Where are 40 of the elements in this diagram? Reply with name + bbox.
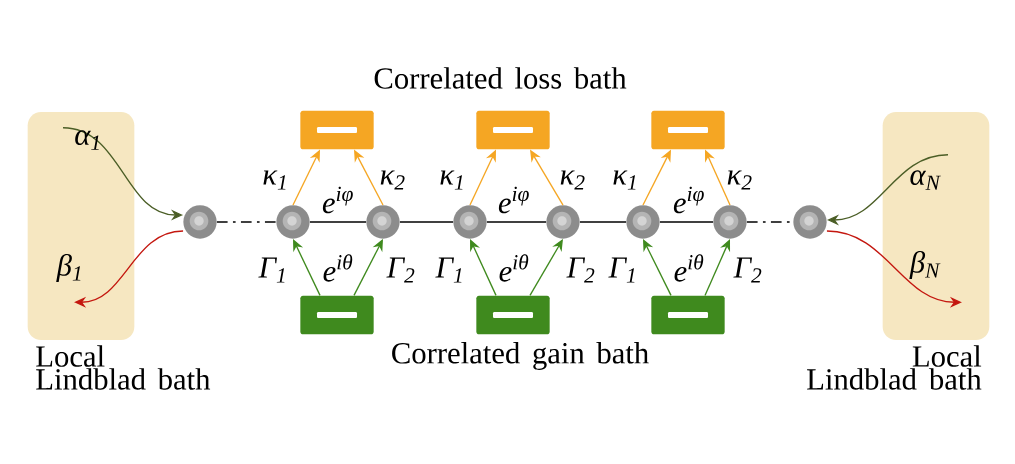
edge-label: α$_{1}$ [75, 130, 99, 150]
sphere [546, 205, 580, 239]
edge-label: κ$_{1}$ [440, 170, 463, 190]
phase-label: e$^{iφ}$ [673, 186, 704, 214]
node-label: Local Lindblad bath [36, 345, 211, 390]
sphere [453, 205, 487, 239]
edge-label: κ$_{2}$ [560, 170, 585, 190]
bath-box [300, 110, 374, 150]
sphere [276, 205, 310, 239]
phase-label: e$^{iφ}$ [322, 186, 353, 214]
bath-box [300, 295, 374, 335]
edge-label: β$_{N}$ [909, 250, 941, 280]
edge-label: Γ$_{1}$ [435, 257, 462, 283]
phase-label: e$^{iθ}$ [499, 254, 529, 282]
phase-label: e$^{iθ}$ [323, 254, 353, 282]
edge-label: κ$_{2}$ [727, 170, 752, 190]
edge-label: Γ$_{1}$ [608, 257, 635, 283]
edge-label: Γ$_{2}$ [733, 257, 762, 283]
node-label: Local Lindblad bath [807, 345, 982, 390]
caption: Correlated gain bath [392, 342, 649, 370]
sphere [183, 205, 217, 239]
bath-box [651, 110, 725, 150]
edge-label: Γ$_{2}$ [386, 257, 415, 283]
sphere [793, 205, 827, 239]
edge-label: κ$_{1}$ [613, 170, 636, 190]
bath-box [651, 295, 725, 335]
edge-label: β$_{1}$ [56, 253, 81, 283]
sphere [626, 205, 660, 239]
bath-box [476, 295, 550, 335]
phase-label: e$^{iθ}$ [674, 254, 704, 282]
sphere [366, 205, 400, 239]
edge-label: α$_{N}$ [910, 170, 941, 190]
phase-label: e$^{iφ}$ [498, 186, 529, 214]
caption: Correlated loss bath [374, 67, 627, 89]
sphere [713, 205, 747, 239]
edge-label: κ$_{1}$ [263, 170, 286, 190]
edge-label: Γ$_{1}$ [258, 257, 285, 283]
edge-label: κ$_{2}$ [380, 170, 405, 190]
edge-label: Γ$_{2}$ [566, 257, 595, 283]
bath-box [476, 110, 550, 150]
